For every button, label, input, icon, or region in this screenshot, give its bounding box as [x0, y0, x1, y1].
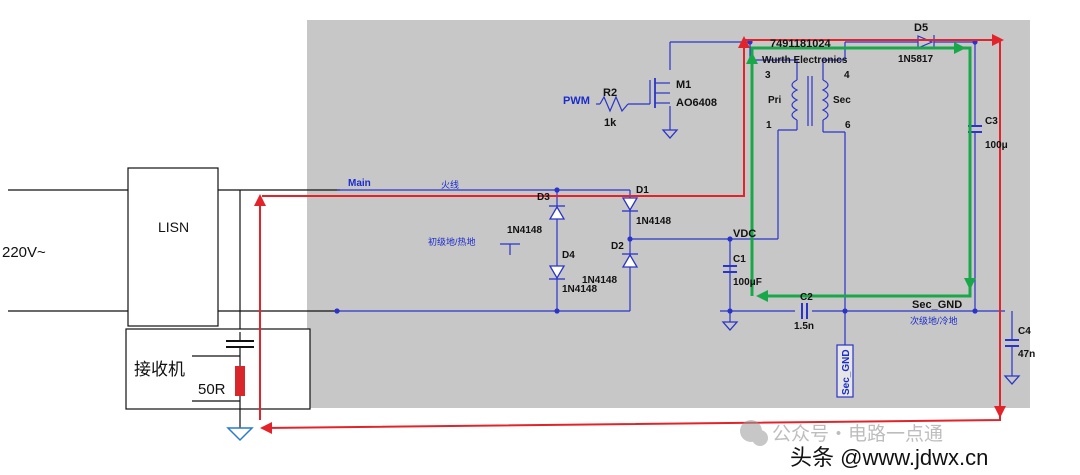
d1-part: 1N4148	[636, 216, 671, 227]
diode-d3	[548, 205, 566, 220]
earth-ground-icon	[226, 427, 254, 442]
lisn-box	[127, 167, 219, 327]
d3-name: D3	[537, 192, 550, 203]
diode-d4	[548, 265, 566, 280]
left-block	[8, 167, 340, 428]
junction-dots	[334, 39, 978, 314]
ground-symbols	[661, 129, 1021, 385]
pin4-label: 4	[844, 70, 850, 81]
c1-value: 100μF	[733, 277, 762, 288]
m1-part: AO6408	[676, 97, 717, 109]
c2-name: C2	[800, 292, 813, 303]
c3-name: C3	[985, 116, 998, 127]
d5-part: 1N5817	[898, 54, 933, 65]
c2-value: 1.5n	[794, 321, 814, 332]
secondary-ground-label: 次级地/冷地	[910, 315, 958, 326]
sec-label: Sec	[833, 95, 851, 106]
net-vdc-label: VDC	[733, 228, 756, 240]
receiver-box	[125, 328, 311, 410]
red-arrowheads	[254, 34, 1006, 434]
c4-name: C4	[1018, 326, 1031, 337]
c4-value: 47n	[1018, 349, 1035, 360]
d3-part: 1N4148	[507, 225, 542, 236]
resistor-50r	[235, 366, 245, 396]
pwm-label: PWM	[563, 95, 590, 107]
ground-icon-c1	[721, 321, 739, 331]
bridge-diodes	[548, 197, 639, 280]
diode-d1	[621, 197, 639, 212]
resistor-label: 50R	[198, 381, 226, 398]
transformer-vendor: Wurth Electronics	[762, 55, 848, 66]
net-main-label: Main	[348, 178, 371, 189]
pin1-label: 1	[766, 120, 772, 131]
pin6-label: 6	[845, 120, 851, 131]
r2-name: R2	[603, 87, 617, 99]
red-current-loop	[259, 39, 1001, 429]
receiver-label: 接收机	[134, 360, 185, 379]
net-live-label: 火线	[441, 179, 459, 190]
c3-value: 100μ	[985, 140, 1008, 151]
watermark-account: 公众号・电路一点通	[772, 423, 943, 445]
net-sec-gnd-label: Sec_GND	[912, 299, 962, 311]
sec-gnd-flag-label: Sec_GND	[841, 349, 852, 395]
d2-name: D2	[611, 241, 624, 252]
d4-name: D4	[562, 250, 575, 261]
sec-gnd-flag	[836, 344, 854, 398]
source-label: 220V~	[2, 244, 46, 261]
ground-icon-c4	[1003, 375, 1021, 385]
lisn-label: LISN	[158, 219, 189, 235]
pin3-label: 3	[765, 70, 771, 81]
r2-value: 1k	[604, 117, 617, 129]
green-arrowheads	[746, 42, 976, 302]
ground-icon-m1	[661, 129, 679, 139]
d5-name: D5	[914, 22, 928, 34]
d1-name: D1	[636, 185, 649, 196]
c1-name: C1	[733, 254, 746, 265]
pri-label: Pri	[768, 95, 782, 106]
diode-d2	[621, 253, 639, 268]
watermark: 公众号・电路一点通	[740, 420, 943, 446]
primary-ground-label: 初级地/热地	[428, 236, 476, 247]
watermark-source: 头条 @www.jdwx.cn	[790, 445, 988, 470]
transformer-part: 7491181024	[770, 38, 831, 50]
sim-background	[307, 20, 1030, 408]
d4-part: 1N4148	[562, 284, 597, 295]
d2-part: 1N4148	[582, 275, 617, 286]
green-secondary-loop	[750, 46, 972, 298]
m1-name: M1	[676, 79, 691, 91]
